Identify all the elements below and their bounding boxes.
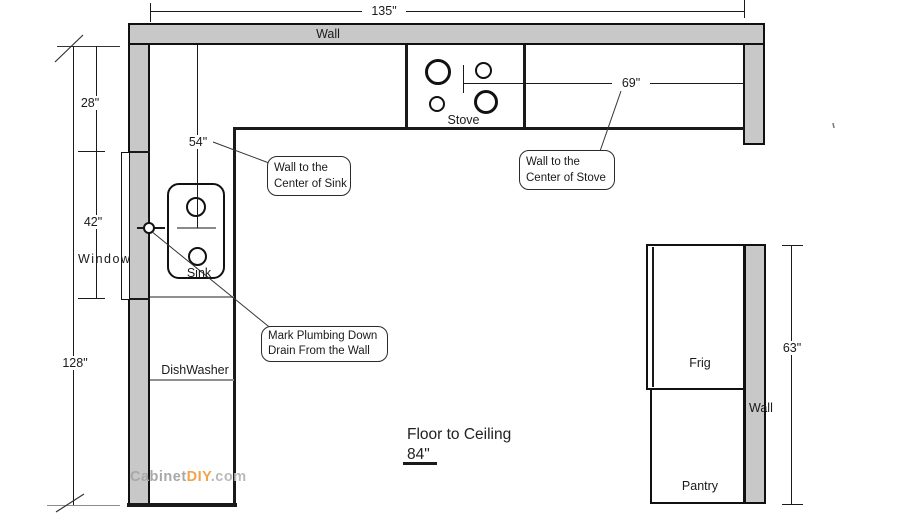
sink-label: Sink	[186, 266, 212, 280]
floor-to-ceiling-label: Floor to Ceiling	[407, 426, 512, 443]
dim-69-label: 69"	[612, 76, 650, 90]
dim-tick-298	[78, 297, 105, 299]
dim-42-label: 42"	[80, 215, 106, 229]
callout-wall-to-sink-line2: Center of Sink	[274, 178, 347, 190]
stove-label: Stove	[447, 113, 480, 127]
sink-drain-bottom	[188, 247, 207, 266]
ceiling-height-underline	[403, 462, 437, 465]
top-wall	[128, 23, 765, 45]
window-bottom-edge	[130, 298, 150, 300]
plumbing-drain-symbol	[143, 222, 155, 234]
counter-bottom-cap	[127, 503, 237, 507]
counter-front-edge-top	[234, 127, 744, 130]
dim-28-42-line	[96, 46, 98, 298]
dim-ref-line-bottom	[47, 505, 120, 507]
dim-135-line	[150, 10, 745, 12]
dim-63-tick-bottom	[782, 503, 803, 505]
dim-63-line	[791, 245, 793, 504]
top-wall-label: Wall	[316, 27, 340, 41]
dishwasher-label: DishWasher	[161, 363, 229, 377]
dishwasher-divider-top	[150, 296, 234, 298]
pantry-label: Pantry	[681, 479, 719, 493]
callout-wall-to-sink: Wall to the Center of Sink	[267, 156, 351, 196]
dim-128-label: 128"	[59, 356, 91, 370]
dim-54-label: 54"	[184, 135, 212, 149]
window-label: Window	[78, 252, 132, 266]
dim-128-line	[72, 46, 74, 505]
pantry-box	[650, 388, 745, 504]
stove-burner-small-2	[429, 96, 445, 112]
callout-plumbing-line1: Mark Plumbing Down	[268, 330, 378, 342]
callout-plumbing-line2: Drain From the Wall	[268, 345, 370, 357]
dim-135-tick-left	[150, 3, 152, 22]
sink-drain-top	[186, 197, 206, 217]
dim-135-tick-right	[744, 0, 746, 18]
dim-ref-line-top	[57, 46, 120, 48]
watermark-cabinet: Cabinet	[130, 469, 187, 485]
dim-28-label: 28"	[77, 96, 103, 110]
stove-burner-large-1	[425, 59, 451, 85]
dim-69-line	[463, 82, 744, 84]
stove-divider-right	[523, 45, 526, 128]
ceiling-height-value: 84"	[407, 446, 430, 463]
stove-burner-small-1	[475, 62, 492, 79]
frig-pantry-wall	[744, 244, 766, 504]
right-wall-label: Wall	[749, 401, 773, 415]
window-symbol	[121, 152, 130, 300]
watermark: CabinetDIY.com	[130, 469, 247, 485]
dim-63-label: 63"	[778, 341, 806, 355]
dim-tick-151	[78, 150, 105, 152]
watermark-com: .com	[210, 469, 247, 485]
callout-wall-to-stove-line1: Wall to the	[526, 156, 580, 168]
frig-label: Frig	[689, 356, 711, 370]
callout-wall-to-stove-line2: Center of Stove	[526, 172, 606, 184]
dim-69-tick	[462, 65, 464, 93]
window-top-edge	[130, 151, 150, 153]
sink-divider	[177, 227, 216, 229]
callout-wall-to-stove: Wall to the Center of Stove	[519, 150, 615, 190]
dishwasher-divider-bottom	[150, 379, 234, 381]
callout-wall-to-sink-line1: Wall to the	[274, 162, 328, 174]
watermark-diy: DIY	[186, 469, 211, 485]
frig-door-line	[652, 247, 654, 387]
callout-plumbing: Mark Plumbing Down Drain From the Wall	[261, 326, 388, 362]
dim-135-label: 135"	[362, 4, 406, 18]
stove-divider-left	[405, 45, 408, 128]
counter-front-edge-left	[233, 127, 236, 505]
stove-burner-large-2	[474, 90, 498, 114]
dim-63-tick-top	[782, 244, 803, 246]
